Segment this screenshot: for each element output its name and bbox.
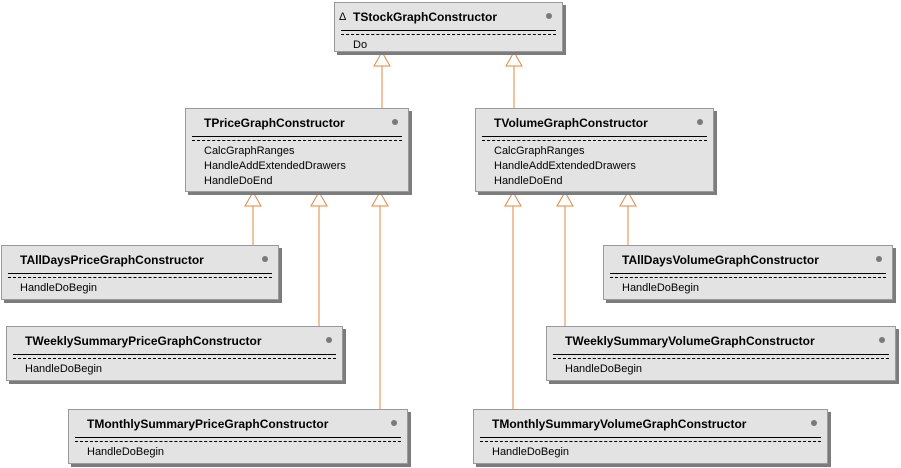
class-operation: HandleDoEnd (494, 175, 563, 187)
class-dot-icon (811, 420, 817, 426)
class-dot-icon (392, 119, 398, 125)
class-operations: HandleDoBegin (492, 445, 569, 460)
class-separator (482, 136, 707, 141)
class-dot-icon (391, 420, 397, 426)
class-dot-icon (876, 256, 882, 262)
class-box-tmonthlysummaryvolumegraphconstructor[interactable]: TMonthlySummaryVolumeGraphConstructor Ha… (473, 409, 828, 464)
class-box-tweeklysummarypricegraphconstructor[interactable]: TWeeklySummaryPriceGraphConstructor Hand… (6, 326, 343, 381)
class-box-tmonthlysummarypricegraphconstructor[interactable]: TMonthlySummaryPriceGraphConstructor Han… (68, 409, 408, 464)
class-operation: HandleAddExtendedDrawers (204, 160, 346, 172)
class-name: TMonthlySummaryPriceGraphConstructor (87, 417, 329, 431)
class-dot-icon (546, 13, 552, 19)
class-operation: CalcGraphRanges (204, 145, 295, 157)
inheritance-arrowhead-talldaysprice (244, 190, 262, 207)
inheritance-arrowhead-tweeklyprice (310, 190, 328, 207)
class-operation: HandleDoBegin (622, 282, 700, 294)
class-box-talldaysvolumegraphconstructor[interactable]: TAllDaysVolumeGraphConstructor HandleDoB… (603, 245, 893, 300)
class-operation: HandleDoBegin (87, 446, 165, 458)
class-box-tweeklysummaryvolumegraphconstructor[interactable]: TWeeklySummaryVolumeGraphConstructor Han… (546, 326, 896, 381)
inheritance-arrowhead-tprice (373, 50, 391, 67)
class-operation: HandleDoBegin (565, 363, 643, 375)
class-name: TStockGraphConstructor (353, 10, 498, 24)
class-name: TPriceGraphConstructor (204, 116, 345, 130)
class-operations: CalcGraphRanges HandleAddExtendedDrawers… (494, 144, 636, 189)
class-operation: HandleDoEnd (204, 175, 273, 187)
inheritance-arrowhead-tmonthlyprice (371, 190, 389, 207)
class-separator (192, 136, 402, 141)
class-name: TWeeklySummaryVolumeGraphConstructor (565, 334, 815, 348)
class-separator (8, 273, 272, 278)
class-dot-icon (262, 256, 268, 262)
class-name: TWeeklySummaryPriceGraphConstructor (25, 334, 262, 348)
inheritance-arrowhead-tvolume (505, 50, 523, 67)
class-dot-icon (326, 337, 332, 343)
class-separator (13, 354, 336, 359)
class-name: TAllDaysVolumeGraphConstructor (622, 253, 819, 267)
class-operation: HandleDoBegin (492, 446, 570, 458)
class-box-tvolumegraphconstructor[interactable]: TVolumeGraphConstructor CalcGraphRanges … (475, 108, 714, 192)
class-box-tpricegraphconstructor[interactable]: TPriceGraphConstructor CalcGraphRanges H… (185, 108, 409, 192)
class-operations: HandleDoBegin (565, 362, 642, 377)
class-operations: Do (353, 38, 367, 53)
class-operation: Do (353, 39, 368, 51)
class-operation: HandleDoBegin (25, 363, 103, 375)
class-separator (610, 273, 886, 278)
class-operation: HandleAddExtendedDrawers (494, 160, 636, 172)
class-separator (341, 30, 556, 35)
class-operations: CalcGraphRanges HandleAddExtendedDrawers… (204, 144, 346, 189)
class-name: TAllDaysPriceGraphConstructor (20, 253, 204, 267)
class-box-tstockgraphconstructor[interactable]: Δ TStockGraphConstructor Do (334, 2, 563, 52)
class-separator (480, 437, 821, 442)
class-dot-icon (697, 119, 703, 125)
inheritance-arrowhead-talldaysvolume (619, 190, 637, 207)
class-operations: HandleDoBegin (87, 445, 164, 460)
class-dot-icon (879, 337, 885, 343)
class-name: TVolumeGraphConstructor (494, 116, 648, 130)
inheritance-arrowhead-tweeklyvolume (556, 190, 574, 207)
inheritance-arrowhead-tmonthlyvolume (504, 190, 522, 207)
class-operations: HandleDoBegin (25, 362, 102, 377)
class-operation: CalcGraphRanges (494, 145, 585, 157)
class-operations: HandleDoBegin (622, 281, 699, 296)
class-separator (553, 354, 889, 359)
class-operation: HandleDoBegin (20, 282, 98, 294)
class-name: TMonthlySummaryVolumeGraphConstructor (492, 417, 747, 431)
class-box-talldayspricegraphconstructor[interactable]: TAllDaysPriceGraphConstructor HandleDoBe… (1, 245, 279, 300)
class-operations: HandleDoBegin (20, 281, 97, 296)
class-separator (75, 437, 401, 442)
abstract-class-icon: Δ (339, 11, 347, 23)
